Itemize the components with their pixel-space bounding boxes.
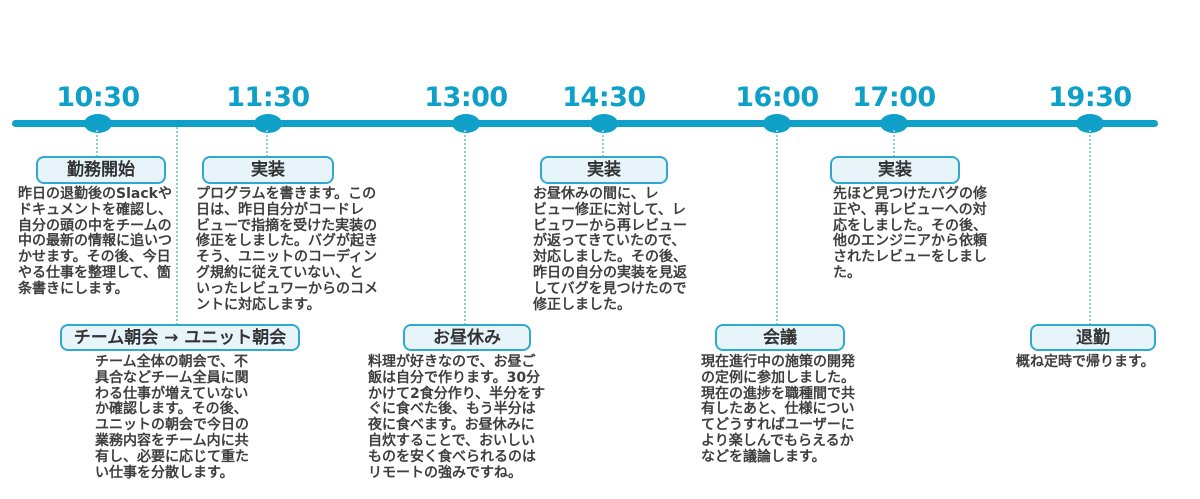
timeline-dot-1600: [763, 114, 791, 133]
event-description-lunch-break: 料理が好きなので、お昼ご 飯は自分で作ります。30分 かけて2食分作り、半分をす…: [368, 354, 546, 481]
connector-line-1130: [266, 130, 268, 157]
time-label-1700: 17:00: [852, 82, 936, 113]
time-label-1130: 11:30: [226, 82, 310, 113]
event-description-morning-meeting: チーム全体の朝会で、不 具合などチーム全員に関 わる仕事が増えていない か確認し…: [95, 354, 249, 481]
event-tag-leave-work: 退勤: [1030, 324, 1156, 351]
timeline-dot-1930: [1076, 114, 1104, 133]
connector-line-morning-meeting: [176, 127, 178, 325]
time-label-1600: 16:00: [735, 82, 819, 113]
event-tag-work-start: 勤務開始: [36, 156, 166, 184]
event-tag-morning-meeting: チーム朝会 → ユニット朝会: [60, 324, 300, 351]
connector-line-1700: [893, 130, 895, 157]
time-label-1930: 19:30: [1048, 82, 1132, 113]
event-description-implementation-1: プログラムを書きます。この 日は、昨日自分がコードレ ビューで指摘を受けた実装の…: [196, 186, 378, 313]
connector-line-1030: [96, 130, 98, 157]
event-description-leave-work: 概ね定時で帰ります。: [1016, 354, 1155, 370]
timeline-dot-1700: [880, 114, 908, 133]
time-label-1300: 13:00: [424, 82, 508, 113]
connector-line-1930: [1089, 130, 1091, 325]
event-description-meeting: 現在進行中の施策の開発 の定例に参加しました。 現在の進捗を職種間で共 有したあ…: [701, 354, 855, 465]
timeline-dot-1130: [254, 114, 282, 133]
timeline-dot-1030: [84, 114, 112, 133]
timeline-axis: [12, 120, 1158, 127]
time-label-1430: 14:30: [562, 82, 646, 113]
event-tag-implementation-1: 実装: [202, 156, 334, 184]
timeline-dot-1300: [452, 114, 480, 133]
timeline-dot-1430: [590, 114, 618, 133]
connector-line-1300: [464, 130, 466, 325]
event-tag-meeting: 会議: [715, 324, 845, 351]
event-description-work-start: 昨日の退勤後のSlackや ドキュメントを確認し、 自分の頭の中をチームの 中の…: [18, 186, 172, 297]
connector-line-1600: [776, 130, 778, 325]
connector-line-1430: [602, 130, 604, 157]
event-tag-implementation-2: 実装: [540, 156, 668, 184]
time-label-1030: 10:30: [56, 82, 140, 113]
event-tag-lunch-break: お昼休み: [403, 324, 531, 351]
event-tag-implementation-3: 実装: [830, 156, 960, 184]
event-description-implementation-3: 先ほど見つけたバグの修 正や、再レビューへの対 応をしました。その後、 他のエン…: [833, 186, 987, 281]
event-description-implementation-2: お昼休みの間に、レ ビュー修正に対して、レ ビュワーから再レビュー が返ってきて…: [533, 186, 687, 313]
